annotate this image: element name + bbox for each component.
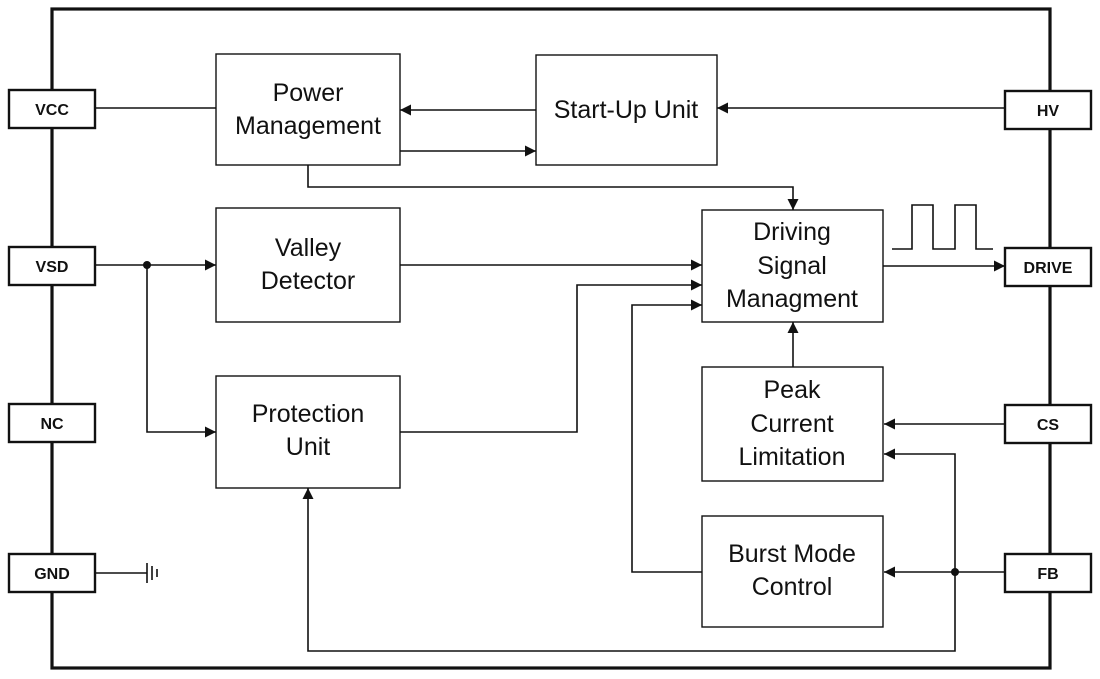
power-management-line-2: Management (235, 112, 381, 140)
peak-current-line-1: Peak (764, 376, 821, 404)
junction-fb (951, 568, 959, 576)
pin-cs-label: CS (1037, 417, 1060, 434)
burst-mode-line-1: Burst Mode (728, 540, 856, 568)
pulse-waveform-icon (892, 204, 993, 250)
chip-outline (50, 7, 1052, 670)
driving-signal-management-block: Driving Signal Managment (701, 209, 884, 323)
peak-current-limitation-block: Peak Current Limitation (701, 366, 884, 482)
pin-fb-label: FB (1037, 566, 1058, 583)
driving-signal-line-2: Signal (757, 252, 827, 280)
protection-unit-line-1: Protection (252, 400, 365, 428)
burst-mode-line-2: Control (752, 573, 833, 601)
wires (95, 102, 1005, 652)
pin-hv-label: HV (1037, 103, 1060, 120)
pin-gnd-label: GND (34, 566, 70, 583)
start-up-unit-block: Start-Up Unit (535, 54, 718, 166)
peak-current-line-2: Current (750, 410, 833, 438)
pin-gnd: GND (7, 552, 97, 594)
start-up-unit-label: Start-Up Unit (554, 96, 699, 124)
pin-hv: HV (1003, 89, 1093, 131)
wire-burst-to-driving (631, 299, 702, 573)
valley-detector-block: Valley Detector (215, 207, 401, 323)
valley-detector-line-1: Valley (275, 234, 342, 262)
driving-signal-line-3: Managment (726, 285, 858, 313)
pin-vcc-label: VCC (35, 102, 69, 119)
wire-vsd-to-protection (146, 265, 216, 438)
ground-icon (146, 563, 158, 583)
junction-vsd (143, 261, 151, 269)
wire-power-to-driving (307, 165, 799, 210)
valley-detector-line-2: Detector (261, 267, 355, 295)
pin-vsd: VSD (7, 245, 97, 287)
wire-fb-to-peak (884, 448, 956, 572)
protection-unit-line-2: Unit (286, 433, 331, 461)
pin-vsd-label: VSD (36, 259, 69, 276)
burst-mode-control-block: Burst Mode Control (701, 515, 884, 628)
wire-fb-to-protection (302, 488, 956, 652)
protection-unit-block: Protection Unit (215, 375, 401, 489)
pin-fb: FB (1003, 552, 1093, 594)
pin-drive-label: DRIVE (1024, 260, 1073, 277)
wire-protection-to-driving (400, 279, 702, 433)
power-management-block: Power Management (215, 53, 401, 166)
driving-signal-line-1: Driving (753, 218, 831, 246)
power-management-line-1: Power (273, 79, 344, 107)
pin-vcc: VCC (7, 88, 97, 130)
pin-nc-label: NC (40, 416, 64, 433)
pin-cs: CS (1003, 403, 1093, 445)
pin-nc: NC (7, 402, 97, 444)
pin-drive: DRIVE (1003, 246, 1093, 288)
peak-current-line-3: Limitation (739, 443, 846, 471)
